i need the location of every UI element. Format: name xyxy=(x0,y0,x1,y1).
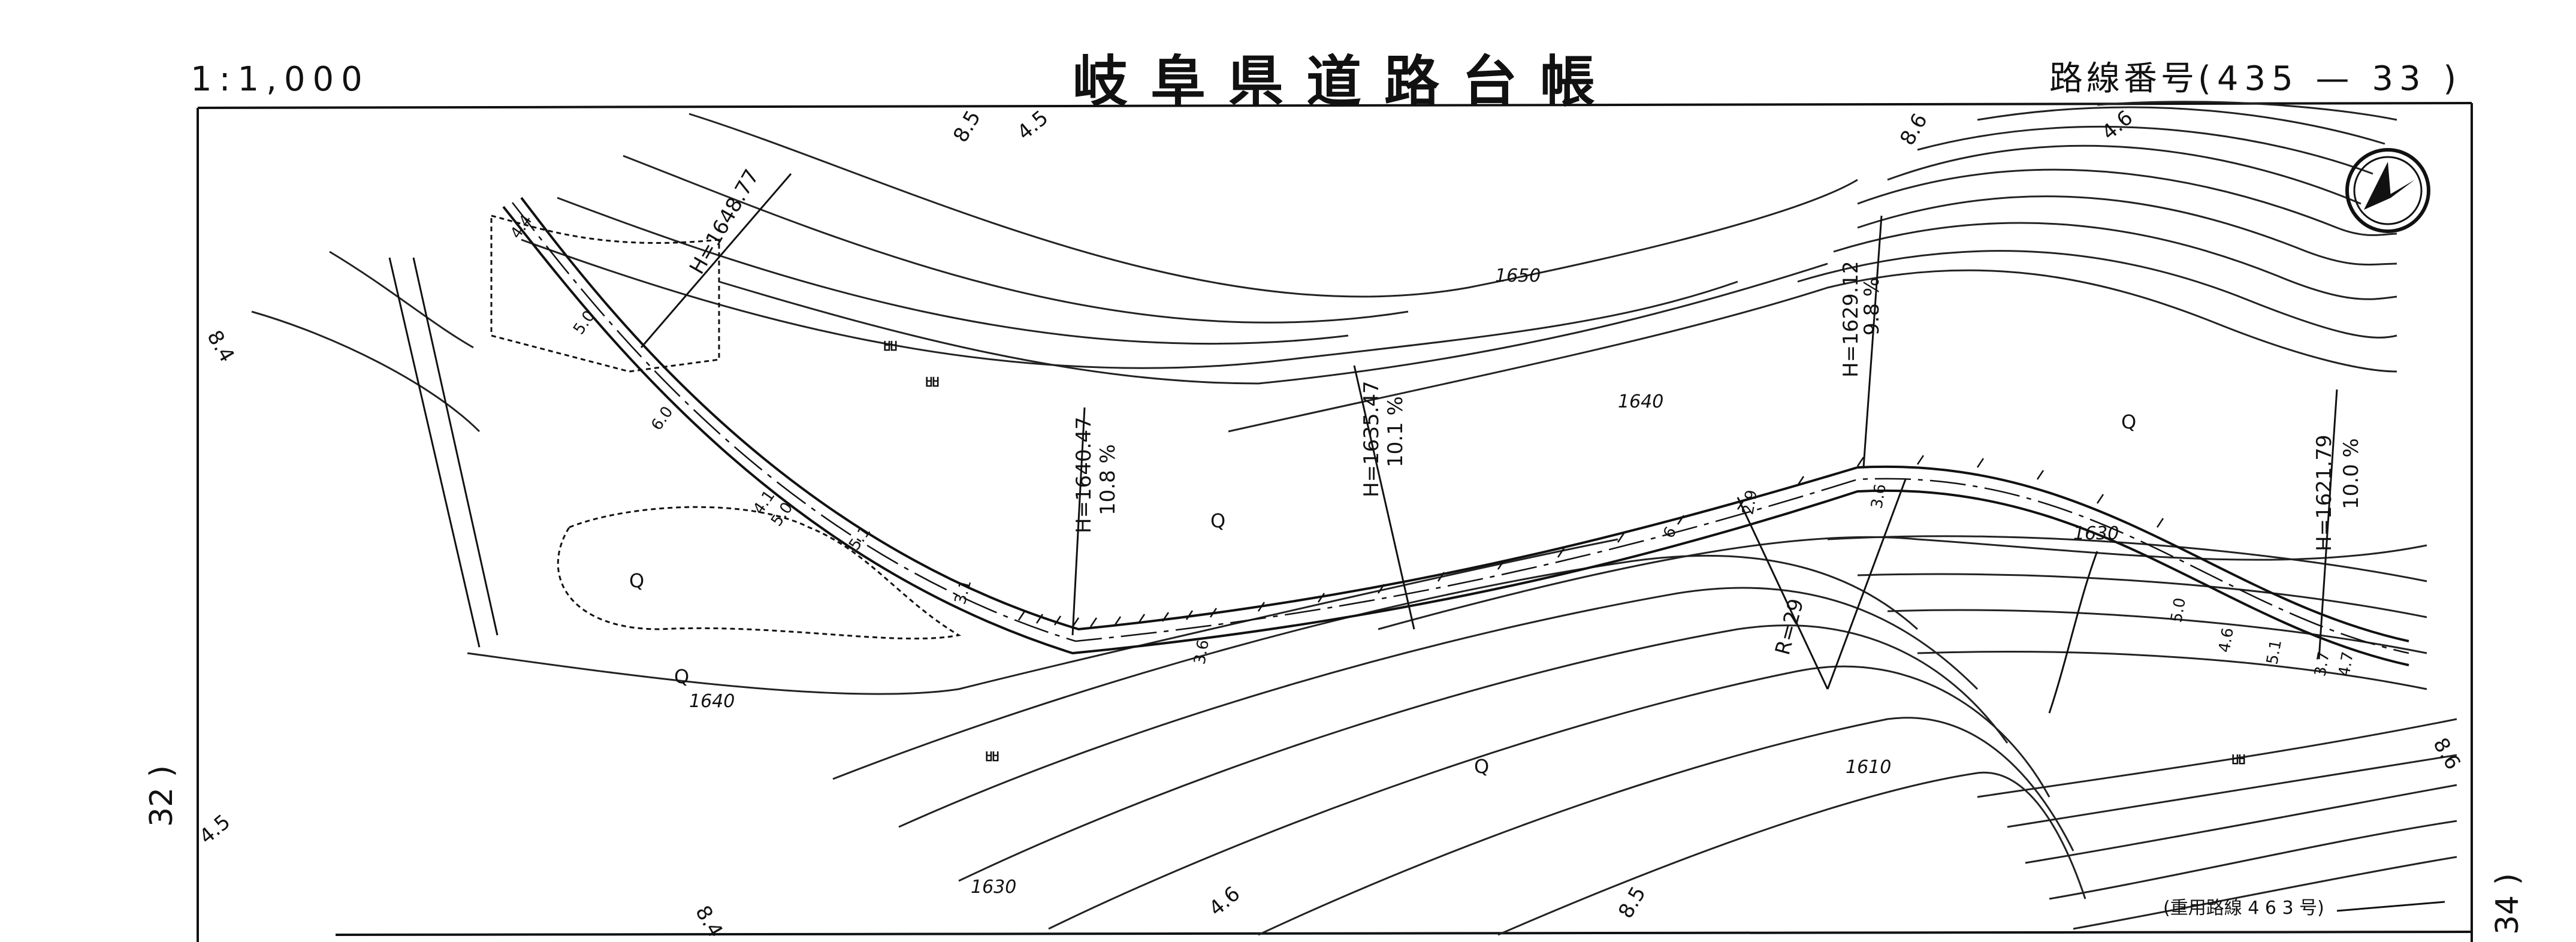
field-marks: ㅃ ㅃ ㅃ ㅃ xyxy=(881,335,2248,772)
contour-label: 1640 xyxy=(1618,391,1663,412)
road-width: 6.0 xyxy=(648,403,677,434)
road-width: 3.7 xyxy=(2311,650,2333,678)
edge-label: 8.5 xyxy=(949,107,986,147)
vegetation-mark: Q xyxy=(1210,509,1225,532)
contour-label: 1630 xyxy=(2073,523,2119,544)
slope-hatch xyxy=(1017,455,2164,627)
route-label: 路線番号 xyxy=(2049,59,2198,98)
field-mark: ㅃ xyxy=(923,371,941,395)
gradient-label: 10.8 % xyxy=(1096,444,1120,515)
edge-label: 4.6 xyxy=(2097,105,2137,144)
edge-label: 4.5 xyxy=(195,810,235,849)
gradient-label: 9.8 % xyxy=(1860,277,1884,336)
road-width: 2.9 xyxy=(1739,488,1761,516)
road-width: 5.0 xyxy=(2167,596,2190,624)
map-frame xyxy=(197,102,2473,942)
road-width: 5.1 xyxy=(2263,638,2285,666)
height-label: H=1621.79 xyxy=(2312,434,2336,551)
road-width: 6 xyxy=(1660,524,1680,541)
road-width: 5.1 xyxy=(845,523,874,554)
page-title: 岐阜県道路台帳 xyxy=(1073,50,1618,114)
edge-label: 4.6 xyxy=(1204,881,1245,920)
road-width: 3.6 xyxy=(1191,638,1213,666)
overlap-note-leader xyxy=(2336,901,2445,912)
height-label: H=1640.47 xyxy=(1072,416,1096,533)
gradient-label: 10.1 % xyxy=(1384,396,1408,467)
height-labels: H=1648.77 H=1640.47 H=1635.47 H=1629.12 … xyxy=(685,165,2336,551)
edge-label: 8.4 xyxy=(690,902,727,942)
vegetation-mark: Q xyxy=(674,665,689,688)
north-arrow-icon xyxy=(2345,148,2430,233)
edge-label: 8.6 xyxy=(1895,110,1932,150)
overlap-route-note: (重用路線 4 6 3 号) xyxy=(2163,898,2324,919)
vegetation-mark: Q xyxy=(629,569,644,592)
gradient-labels: 10.8 % 10.1 % 9.8 % 10.0 % xyxy=(1096,277,2363,515)
height-label: H=1629.12 xyxy=(1839,261,1863,378)
contour-labels: 1650 1640 1640 1630 1630 1610 xyxy=(689,265,2119,898)
field-mark: ㅃ xyxy=(881,335,899,359)
edge-label: 8.5 xyxy=(1614,883,1651,923)
height-label: H=1635.47 xyxy=(1360,381,1384,497)
edge-label: 8.6 xyxy=(2428,734,2465,774)
contour-lines xyxy=(251,101,2397,433)
road-width: 4.7 xyxy=(2335,650,2357,678)
edge-label: 8.4 xyxy=(202,327,239,367)
field-mark: ㅃ xyxy=(2229,748,2248,772)
contour-label: 1650 xyxy=(1495,265,1541,286)
vegetation-mark: Q xyxy=(1474,755,1489,778)
vegetation-marks: Q Q Q Q Q xyxy=(629,410,2136,778)
road xyxy=(502,197,2409,666)
road-width: 4.6 xyxy=(2215,626,2237,654)
edge-label: 4.5 xyxy=(1013,105,1053,144)
survey-lines xyxy=(388,173,2338,714)
road-width: 5.0 xyxy=(570,307,599,338)
curve-radius-label: R=29 xyxy=(1771,596,1808,657)
map-scale: 1:1,000 xyxy=(191,60,370,99)
road-width: 3.6 xyxy=(1868,482,1890,510)
gradient-label: 10.0 % xyxy=(2339,438,2363,509)
field-mark: ㅃ xyxy=(983,745,1001,769)
height-label: H=1648.77 xyxy=(685,165,764,279)
route-number: (435 — 33 ) xyxy=(2198,59,2463,98)
route-number-label: 路線番号(435 — 33 ) xyxy=(2049,52,2462,100)
contour-label: 1630 xyxy=(971,877,1016,898)
contour-label: 1610 xyxy=(1846,757,1891,778)
vegetation-mark: Q xyxy=(2121,410,2136,433)
pond-outline xyxy=(490,215,962,640)
contour-label: 1640 xyxy=(689,691,735,712)
